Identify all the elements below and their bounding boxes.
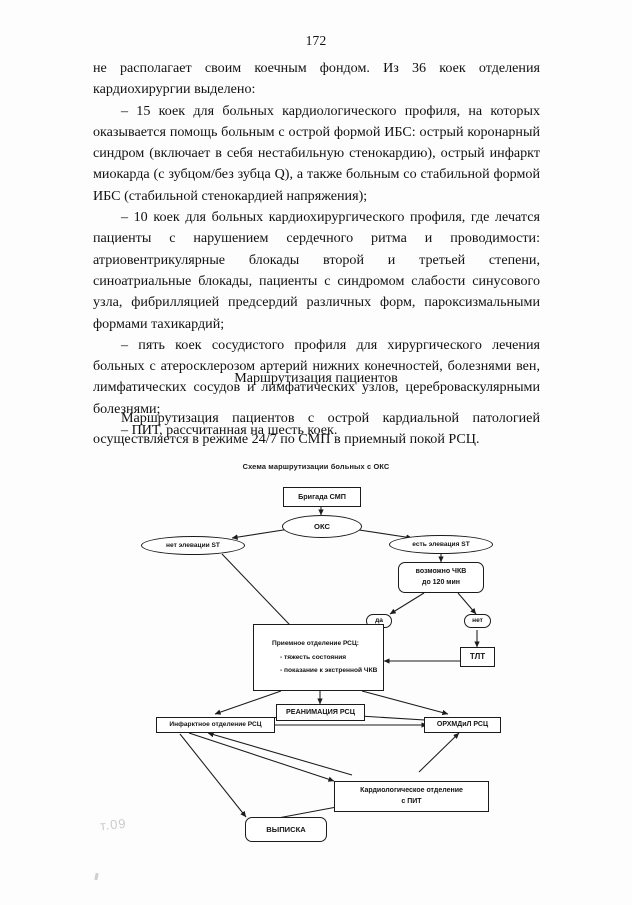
section-heading: Маршрутизация пациентов <box>234 370 398 386</box>
node-no-label: нет <box>472 617 483 625</box>
node-ambulance-brigade-label: Бригада СМП <box>298 491 346 501</box>
node-st-elevation: есть элевация ST <box>389 535 493 554</box>
paragraph-2: – 15 коек для больных кардиологического … <box>93 102 540 204</box>
node-cardiology-department: Кардиологическое отделение с ПИТ <box>334 781 489 812</box>
node-pci-possible: возможно ЧКВ до 120 мин <box>398 562 484 593</box>
node-admission-department: Приемное отделение РСЦ: - тяжесть состоя… <box>253 624 384 691</box>
node-pci-possible-line2: до 120 мин <box>422 578 460 586</box>
node-thrombolysis: ТЛТ <box>460 647 495 667</box>
node-cardiology-line1: Кардиологическое отделение <box>360 787 463 795</box>
node-resuscitation-label: РЕАНИМАЦИЯ РСЦ <box>286 707 355 717</box>
node-acs: ОКС <box>282 515 362 538</box>
node-orhmdil-label: ОРХМДиЛ РСЦ <box>436 720 489 728</box>
scan-artifact-mark: т.09 <box>99 815 128 834</box>
page-number: 172 <box>305 33 327 48</box>
node-admission-line2: - тяжесть состояния <box>280 653 347 661</box>
node-resuscitation: РЕАНИМАЦИЯ РСЦ <box>276 704 365 721</box>
node-acs-label: ОКС <box>314 522 330 531</box>
paragraph-3: – 10 коек для больных кардиохирургическо… <box>93 209 540 332</box>
scan-artifact-dot <box>94 872 99 881</box>
node-infarction-department: Инфарктное отделение РСЦ <box>156 717 275 733</box>
node-ambulance-brigade: Бригада СМП <box>283 487 361 507</box>
paragraph-1: не располагает своим коечным фондом. Из … <box>93 60 540 98</box>
node-admission-line1: Приемное отделение РСЦ: <box>272 640 359 648</box>
node-pci-possible-line1: возможно ЧКВ <box>415 568 467 576</box>
node-no-st-elevation: нет элевации ST <box>141 536 245 555</box>
node-st-elevation-label: есть элевация ST <box>412 540 470 548</box>
section-paragraph-block: Маршрутизация пациентов с острой кардиал… <box>93 408 540 451</box>
node-no-st-elevation-label: нет элевации ST <box>166 541 220 549</box>
section-paragraph: Маршрутизация пациентов с острой кардиал… <box>93 410 540 448</box>
paragraph-4: – пять коек сосудистого профиля для хиру… <box>93 336 540 417</box>
node-discharge: ВЫПИСКА <box>245 817 327 842</box>
flowchart-title: Схема маршрутизации больных с ОКС <box>242 462 390 471</box>
node-no: нет <box>464 614 491 628</box>
node-infarction-department-label: Инфарктное отделение РСЦ <box>169 721 262 729</box>
body-text-block: не располагает своим коечным фондом. Из … <box>93 58 540 441</box>
paragraph-5: – ПИТ, рассчитанная на шесть коек. <box>121 422 338 439</box>
node-admission-line3: - показание к экстренной ЧКВ <box>280 667 378 675</box>
node-cardiology-line2: с ПИТ <box>401 797 422 805</box>
node-thrombolysis-label: ТЛТ <box>469 652 486 662</box>
node-yes-label: да <box>375 617 383 625</box>
node-orhmdil: ОРХМДиЛ РСЦ <box>424 717 501 733</box>
routing-flowchart: Схема маршрутизации больных с ОКС <box>0 462 632 862</box>
node-discharge-label: ВЫПИСКА <box>266 825 306 834</box>
